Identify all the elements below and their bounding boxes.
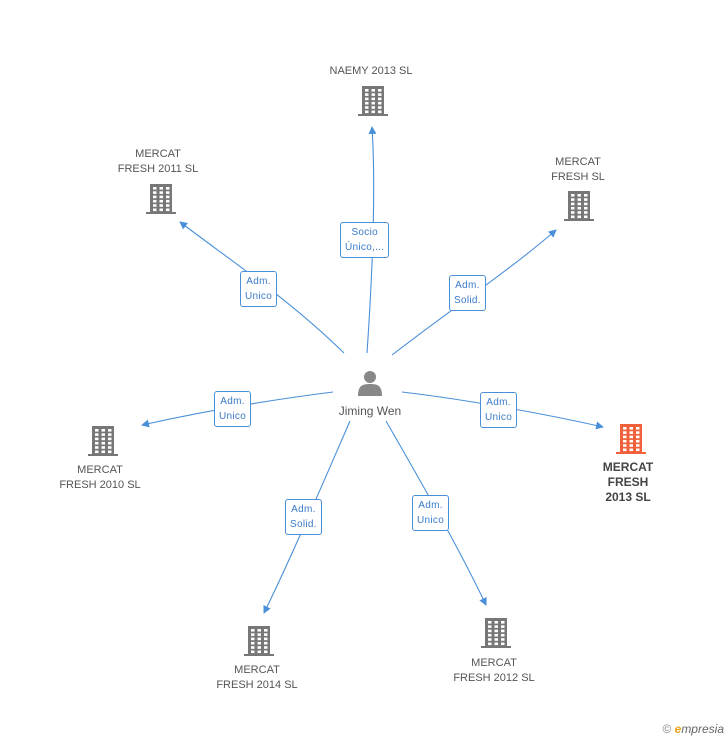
edge-role-text: Adm.	[418, 500, 443, 511]
company-name-line: MERCAT	[602, 460, 654, 474]
company-name-line: MERCAT	[471, 657, 517, 669]
company-name-line: FRESH SL	[551, 171, 605, 183]
building-icon-naemy[interactable]	[358, 86, 388, 116]
company-name-naemy[interactable]: NAEMY 2013 SL	[330, 64, 413, 79]
edge-role-text: Adm.	[455, 280, 480, 291]
edge-role-label-freshsl[interactable]: Adm. Solid.	[449, 275, 486, 311]
brand-logo-e: e	[674, 722, 682, 736]
company-name-line: FRESH 2014 SL	[216, 679, 298, 691]
edge-role-label-fresh2010[interactable]: Adm. Unico	[214, 391, 252, 427]
edge-role-text: Unico	[245, 291, 273, 302]
company-name-line: 2013 SL	[605, 490, 651, 504]
edge-role-text: Adm.	[246, 276, 271, 287]
building-icon-fresh2010[interactable]	[88, 426, 118, 456]
edge-role-text: Unico	[219, 411, 247, 422]
edge-role-text: Unico	[485, 412, 513, 423]
edge-role-text: Único,...	[345, 242, 385, 253]
building-icon-fresh2012[interactable]	[481, 618, 511, 648]
edge-role-text: Unico	[417, 515, 445, 526]
building-icon-fresh2011[interactable]	[146, 184, 176, 214]
company-name-line: MERCAT	[77, 464, 123, 476]
company-name-fresh2014[interactable]: MERCAT FRESH 2014 SL	[216, 663, 297, 693]
edge-role-text: Solid.	[454, 295, 481, 306]
person-icon[interactable]	[358, 371, 382, 396]
edge-role-text: Socio	[351, 227, 378, 238]
building-icon-fresh2014[interactable]	[244, 626, 274, 656]
brand-footer: © empresia	[662, 722, 724, 736]
edge-role-text: Adm.	[486, 397, 511, 408]
company-name-line: NAEMY 2013 SL	[329, 65, 413, 77]
edge-role-label-fresh2013[interactable]: Adm. Unico	[480, 392, 518, 428]
company-name-freshsl[interactable]: MERCAT FRESH SL	[551, 155, 605, 185]
edge-role-text: Adm.	[220, 396, 245, 407]
edge-role-label-fresh2012[interactable]: Adm. Unico	[412, 495, 450, 531]
company-name-fresh2010[interactable]: MERCAT FRESH 2010 SL	[59, 463, 140, 493]
company-name-line: FRESH 2011 SL	[117, 163, 199, 175]
copyright-symbol: ©	[662, 722, 672, 736]
brand-logo-text: mpresia	[681, 722, 724, 736]
company-name-line: MERCAT	[555, 156, 601, 168]
edge-role-text: Solid.	[290, 519, 317, 530]
edge-role-text: Adm.	[291, 504, 316, 515]
company-name-line: FRESH 2010 SL	[59, 479, 141, 491]
company-name-line: MERCAT	[135, 148, 181, 160]
building-icon-fresh2013[interactable]	[616, 424, 646, 454]
company-name-line: FRESH 2012 SL	[453, 672, 535, 684]
company-name-fresh2011[interactable]: MERCAT FRESH 2011 SL	[118, 147, 199, 177]
edge-role-label-fresh2011[interactable]: Adm. Unico	[240, 271, 278, 307]
company-name-fresh2012[interactable]: MERCAT FRESH 2012 SL	[453, 656, 534, 686]
company-name-line: MERCAT	[234, 664, 280, 676]
company-name-line: FRESH	[607, 475, 649, 489]
building-icon-freshsl[interactable]	[564, 191, 594, 221]
person-name[interactable]: Jiming Wen	[338, 404, 402, 418]
edge-role-label-fresh2014[interactable]: Adm. Solid.	[285, 499, 322, 535]
